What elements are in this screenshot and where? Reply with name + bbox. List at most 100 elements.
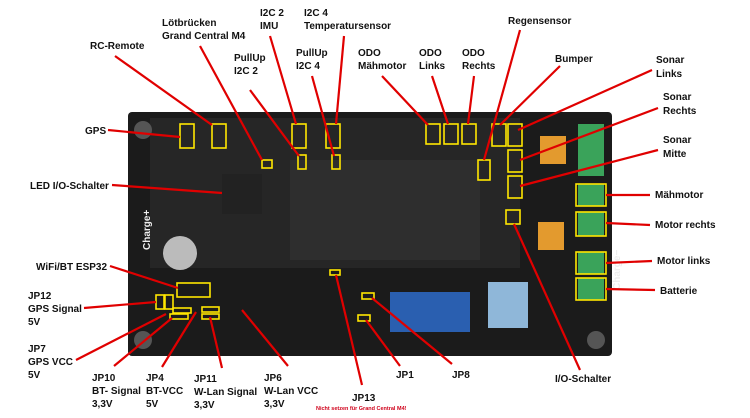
io-schalter-box <box>505 209 521 225</box>
leader-lines <box>75 29 659 386</box>
jp7-box <box>164 294 174 310</box>
label-i2c2: I2C 2 <box>260 8 284 19</box>
label-pullup-i2c2: PullUp <box>234 53 266 64</box>
jp4-box <box>169 313 189 320</box>
label-odo-rechts: ODO <box>462 48 485 59</box>
leader-led-io <box>111 183 223 195</box>
label-jp11-3: 3,3V <box>194 400 215 411</box>
label-jp1: JP1 <box>396 370 414 381</box>
leader-jp11 <box>208 316 224 369</box>
coin-battery <box>163 236 197 270</box>
label-jp7: JP7 <box>28 344 46 355</box>
odo-links-box <box>443 123 459 145</box>
relay <box>488 282 528 328</box>
led-matrix <box>222 174 262 214</box>
label-odo-rechts-2: Rechts <box>462 61 496 72</box>
leader-gps <box>107 128 181 139</box>
label-jp4-3: 5V <box>146 399 159 410</box>
wifi-bt-box <box>176 282 211 298</box>
jp10-box <box>172 307 192 314</box>
leader-i2c4 <box>334 35 346 125</box>
label-odo-links-2: Links <box>419 61 446 72</box>
label-jp10-2: BT- Signal <box>92 386 141 397</box>
label-jp11: JP11 <box>194 374 217 385</box>
label-pullup-i2c2-2: I2C 2 <box>234 66 258 77</box>
odo-maehmotor-box <box>425 123 441 145</box>
label-led-io: LED I/O-Schalter <box>30 181 109 192</box>
pullup-i2c2-box <box>297 154 307 170</box>
sonar-rechts-box <box>507 149 523 173</box>
jp11-box <box>201 306 220 313</box>
leader-motor-links <box>605 259 653 265</box>
mount-hole <box>134 121 152 139</box>
labels: RC-Remote Lötbrücken Grand Central M4 I2… <box>28 8 716 412</box>
label-jp12-3: 5V <box>28 317 41 328</box>
leader-jp12 <box>83 300 157 310</box>
jp1-box <box>357 314 371 322</box>
grand-central-area <box>290 160 480 260</box>
label-jp12-2: GPS Signal <box>28 304 82 315</box>
maehmotor-connector <box>578 184 604 206</box>
leader-sonar-mitte <box>519 148 659 188</box>
label-jp6: JP6 <box>264 373 282 384</box>
label-jp10: JP10 <box>92 373 116 384</box>
mount-hole <box>587 331 605 349</box>
label-jp6-2: W-Lan VCC <box>264 386 318 397</box>
label-loetbruecken: Lötbrücken <box>162 18 216 29</box>
label-odo-links: ODO <box>419 48 442 59</box>
label-rc-remote: RC-Remote <box>90 41 145 52</box>
label-i2c2-2: IMU <box>260 21 278 32</box>
label-loetbruecken-2: Grand Central M4 <box>162 31 246 42</box>
label-jp4-2: BT-VCC <box>146 386 183 397</box>
leader-loetbruecken <box>199 45 263 161</box>
i2c4-box <box>325 123 341 149</box>
leader-sonar-links <box>517 68 653 132</box>
leader-odo-maehmotor <box>381 75 429 126</box>
label-odo-maehmotor-2: Mähmotor <box>358 61 406 72</box>
label-batterie: Batterie <box>660 286 698 297</box>
label-gps: GPS <box>85 126 106 137</box>
fuse-2 <box>538 222 564 250</box>
label-jp7-2: GPS VCC <box>28 357 73 368</box>
label-sonar-links: Sonar <box>656 55 684 66</box>
label-i2c4-2: Temperatursensor <box>304 21 391 32</box>
label-regensensor: Regensensor <box>508 16 571 27</box>
jp8-box <box>361 292 375 300</box>
leader-regensensor <box>482 29 522 161</box>
label-bumper: Bumper <box>555 54 593 65</box>
leader-jp7 <box>75 313 167 361</box>
motor-links-connector <box>578 252 604 274</box>
label-jp8: JP8 <box>452 370 470 381</box>
label-jp7-3: 5V <box>28 370 41 381</box>
charge-minus-print: Charge− <box>612 250 623 290</box>
leader-jp1 <box>365 319 401 367</box>
label-motor-rechts: Motor rechts <box>655 220 716 231</box>
leader-rc-remote <box>114 55 213 126</box>
label-wifi-bt: WiFi/BT ESP32 <box>36 262 107 273</box>
leader-pullup-i2c2 <box>249 89 300 157</box>
leader-jp6 <box>241 309 289 367</box>
leader-bumper <box>499 65 561 126</box>
loetbruecken-box <box>261 159 273 169</box>
label-jp12: JP12 <box>28 291 52 302</box>
leader-jp4 <box>161 311 197 368</box>
leader-jp8 <box>371 297 453 365</box>
sonar-mitte-box <box>507 175 523 199</box>
label-i2c4: I2C 4 <box>304 8 328 19</box>
label-jp13: JP13 <box>352 393 376 404</box>
label-maehmotor: Mähmotor <box>655 190 703 201</box>
leader-i2c2 <box>268 35 298 125</box>
leader-odo-links <box>430 75 450 125</box>
label-jp13-note: Nicht setzen für Grand Central M4! <box>316 406 407 412</box>
dcdc-converter <box>390 292 470 332</box>
label-sonar-rechts: Sonar <box>663 92 691 103</box>
label-odo-maehmotor: ODO <box>358 48 381 59</box>
leader-odo-rechts <box>466 75 476 125</box>
i2c2-box <box>291 123 307 149</box>
label-sonar-mitte: Sonar <box>663 135 691 146</box>
sonar-links-box <box>507 123 523 147</box>
leader-pullup-i2c4 <box>310 75 336 157</box>
leader-sonar-rechts <box>519 106 659 162</box>
rc-remote-box <box>211 123 227 149</box>
